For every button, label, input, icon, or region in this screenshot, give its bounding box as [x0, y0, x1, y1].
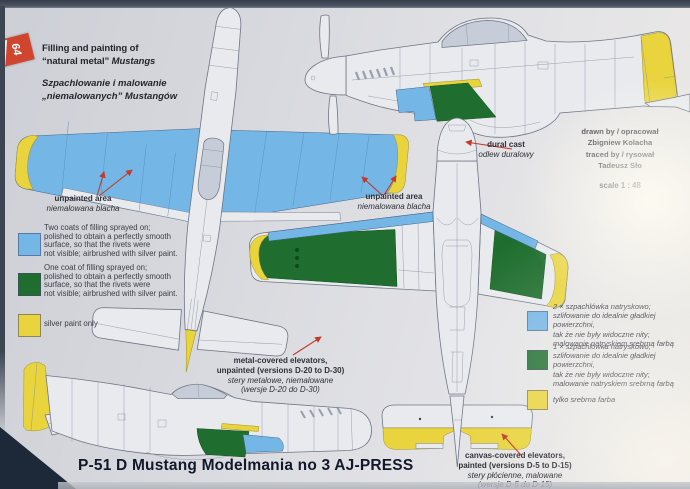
top-view-left-stabilizer	[91, 307, 182, 351]
top-view-tail-cone	[185, 329, 197, 373]
label-dural-cast: dural cast odlew duralowy	[478, 140, 534, 159]
caption-metal-elevators: metal-covered elevators, unpainted (vers…	[216, 356, 345, 395]
aircraft-bottom-view	[249, 117, 569, 468]
side-lower-wingroot-yellow	[221, 423, 260, 432]
page-title-block: Filling and painting of “natural metal” …	[42, 42, 177, 103]
page-bottom-edge	[58, 482, 690, 489]
photo-edge-left	[0, 6, 5, 438]
legend-left-swatch-green	[18, 273, 41, 296]
label-unpainted-area-left: unpainted area niemalowana blacha	[46, 194, 120, 213]
top-view-right-wingtip	[386, 134, 409, 194]
aircraft-top-view	[14, 7, 409, 373]
legend-left-swatch-blue	[18, 233, 41, 256]
page-title-pl: Szpachlowanie i malowanie „niemalowanych…	[42, 78, 178, 102]
top-view-right-stabilizer	[196, 310, 289, 357]
top-view-left-wingtip	[14, 135, 39, 190]
bottom-view-tail-fin	[449, 395, 465, 468]
page-title-en: Filling and painting of “natural metal” …	[42, 43, 156, 67]
side-lower-wingroot-blue	[242, 434, 284, 453]
legend-left-text-yellow: silver paint only	[44, 319, 98, 328]
legend-left-swatch-yellow	[18, 314, 41, 337]
photo-edge-top	[0, 0, 690, 8]
top-view-canopy	[197, 137, 225, 200]
bottom-view-spinner	[436, 117, 478, 162]
side-upper-wingroot-blue	[395, 86, 437, 122]
aircraft-side-profile-lower	[23, 362, 372, 460]
annotation-arrows	[96, 139, 522, 456]
side-upper-wingroot-green	[429, 82, 497, 122]
side-lower-canopy	[171, 383, 228, 400]
bottom-view-left-wingtip	[249, 234, 270, 280]
page-number: 64	[8, 41, 24, 57]
side-upper-canopy	[441, 20, 528, 48]
label-unpainted-area-mid: unpainted area niemalowana blacha	[357, 192, 431, 211]
book-caption: P-51 D Mustang Modelmania no 3 AJ-PRESS	[78, 457, 414, 474]
legend-left-text-green: One coat of filling sprayed on; polished…	[44, 263, 178, 299]
photo-glare-lower	[545, 360, 690, 489]
photo-glare-upper	[520, 80, 690, 320]
side-lower-wingroot-green	[196, 428, 250, 458]
side-upper-spinner	[304, 55, 347, 96]
legend-left-text-blue: Two coats of filling sprayed on; polishe…	[44, 223, 178, 259]
side-lower-fuselage	[45, 375, 372, 456]
